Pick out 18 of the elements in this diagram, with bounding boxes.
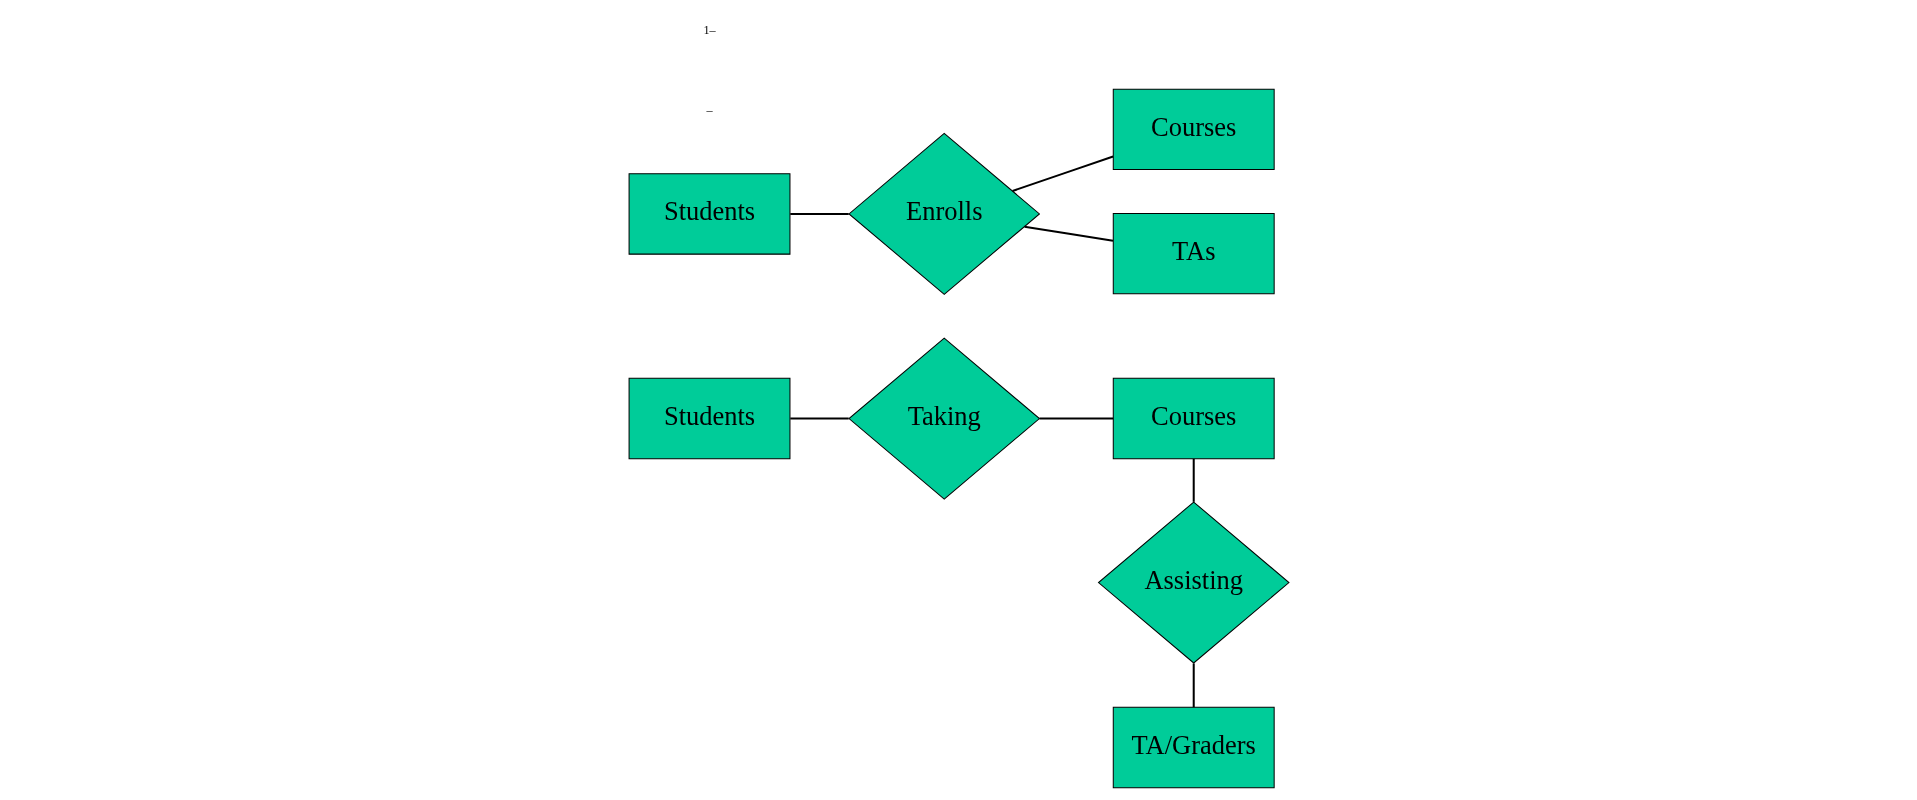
node-box: TA/Graders xyxy=(1112,706,1275,789)
node-box: Students xyxy=(628,173,790,255)
connector xyxy=(789,212,849,215)
connector xyxy=(789,417,849,420)
node-box: TAs xyxy=(1112,212,1275,295)
connector xyxy=(1011,155,1113,192)
connector xyxy=(1023,225,1113,242)
node-diamond: Taking xyxy=(847,337,1040,500)
connector xyxy=(1192,663,1195,708)
connector xyxy=(1192,458,1195,502)
node-diamond: Assisting xyxy=(1097,501,1290,664)
node-diamond: Enrolls xyxy=(847,132,1040,295)
node-box: Courses xyxy=(1112,88,1275,171)
label: 1– xyxy=(702,22,716,37)
node-box: Students xyxy=(628,377,790,460)
node-box: Courses xyxy=(1112,377,1275,460)
connector xyxy=(1039,417,1113,420)
label: – xyxy=(705,103,713,118)
